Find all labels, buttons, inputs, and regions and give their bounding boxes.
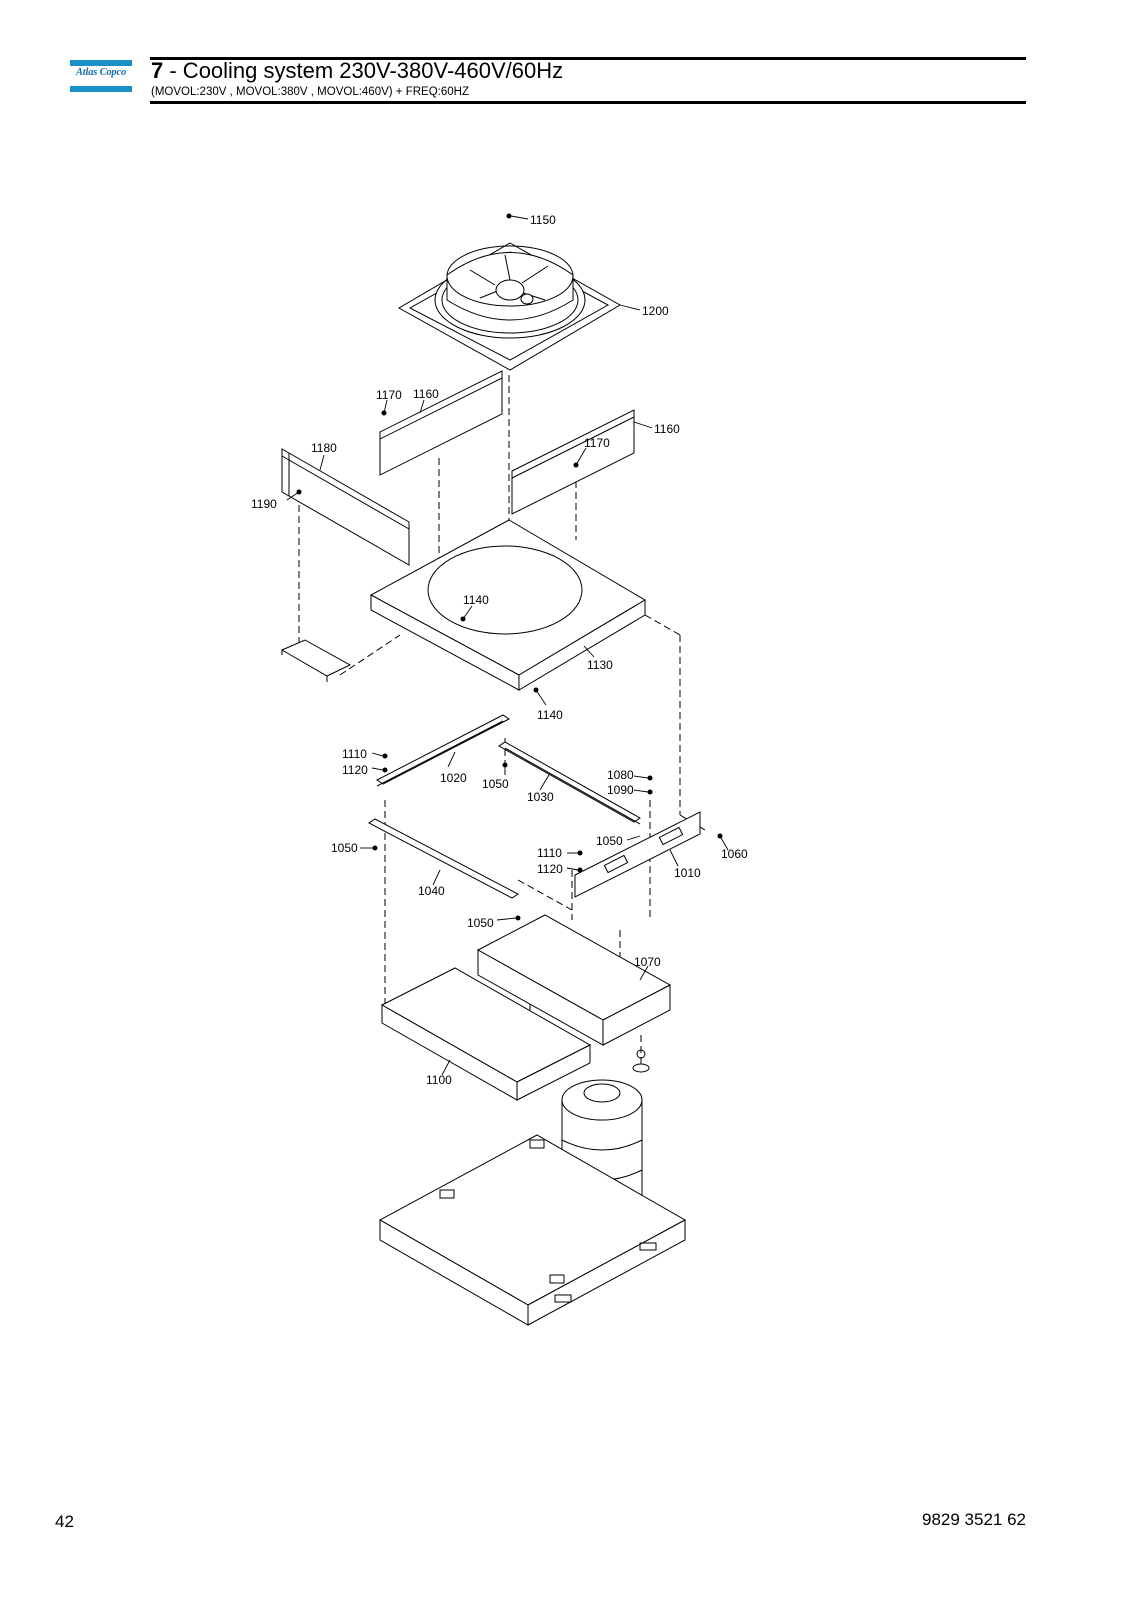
page-title: 7 - Cooling system 230V-380V-460V/60Hz: [151, 58, 563, 84]
header-rule-top: [150, 57, 1026, 60]
part-label-1110: 1110: [537, 846, 562, 860]
part-label-1080: 1080: [607, 768, 634, 782]
rail-1030: [498, 741, 641, 825]
box-1100: [380, 967, 592, 1101]
part-labels: 1150 1200 1170 1160 1160 1170 1180 1190 …: [251, 213, 748, 1087]
part-label-1110: 1110: [342, 747, 367, 761]
part-label-1190: 1190: [251, 497, 277, 511]
part-label-1030: 1030: [527, 790, 554, 804]
logo-bar-bottom: [70, 86, 132, 92]
document-number: 9829 3521 62: [922, 1510, 1026, 1529]
page-subtitle: (MOVOL:230V , MOVOL:380V , MOVOL:460V) +…: [151, 86, 469, 98]
part-label-1170: 1170: [376, 388, 402, 402]
part-label-1050: 1050: [331, 841, 358, 855]
part-label-1050: 1050: [596, 834, 623, 848]
part-label-1120: 1120: [537, 862, 563, 876]
shield-panel-1160-right: [511, 409, 635, 515]
part-label-1140: 1140: [463, 593, 489, 607]
header-rule-bottom: [150, 101, 1026, 104]
fan-assembly-1200: [397, 242, 622, 371]
part-label-1150: 1150: [530, 213, 556, 227]
logo-text: Atlas Copco: [75, 67, 126, 78]
part-label-1040: 1040: [418, 884, 445, 898]
atlas-copco-logo: Atlas Copco: [70, 60, 132, 94]
panel-1180: [281, 448, 410, 566]
part-label-1020: 1020: [440, 771, 467, 785]
part-label-1100: 1100: [426, 1073, 452, 1087]
base-frame: [378, 1134, 687, 1326]
part-label-1060: 1060: [721, 847, 748, 861]
rail-1020: [376, 714, 510, 787]
bracket-plate: [280, 639, 352, 682]
title-text: - Cooling system 230V-380V-460V/60Hz: [163, 58, 564, 83]
part-label-1050: 1050: [482, 777, 509, 791]
part-label-1010: 1010: [674, 866, 701, 880]
part-label-1160: 1160: [654, 422, 680, 436]
part-label-1070: 1070: [634, 955, 661, 969]
part-label-1180: 1180: [311, 441, 337, 455]
bracket-1010: [574, 811, 701, 898]
part-label-1160: 1160: [413, 387, 439, 401]
rail-1040: [368, 818, 519, 899]
part-label-1090: 1090: [607, 783, 634, 797]
part-label-1200: 1200: [642, 304, 669, 318]
logo-bar-top: [70, 60, 132, 66]
part-label-1050: 1050: [467, 916, 494, 930]
shield-panel-1160-left: [379, 370, 503, 476]
box-1070: [476, 914, 672, 1046]
page-number: 42: [55, 1512, 74, 1531]
part-label-1130: 1130: [587, 658, 613, 672]
fan-housing-1130: [369, 519, 646, 691]
part-label-1120: 1120: [342, 763, 368, 777]
leader-lines: [286, 215, 729, 1076]
section-number: 7: [151, 58, 164, 83]
part-label-1140: 1140: [537, 708, 563, 722]
part-label-1170: 1170: [584, 436, 610, 450]
